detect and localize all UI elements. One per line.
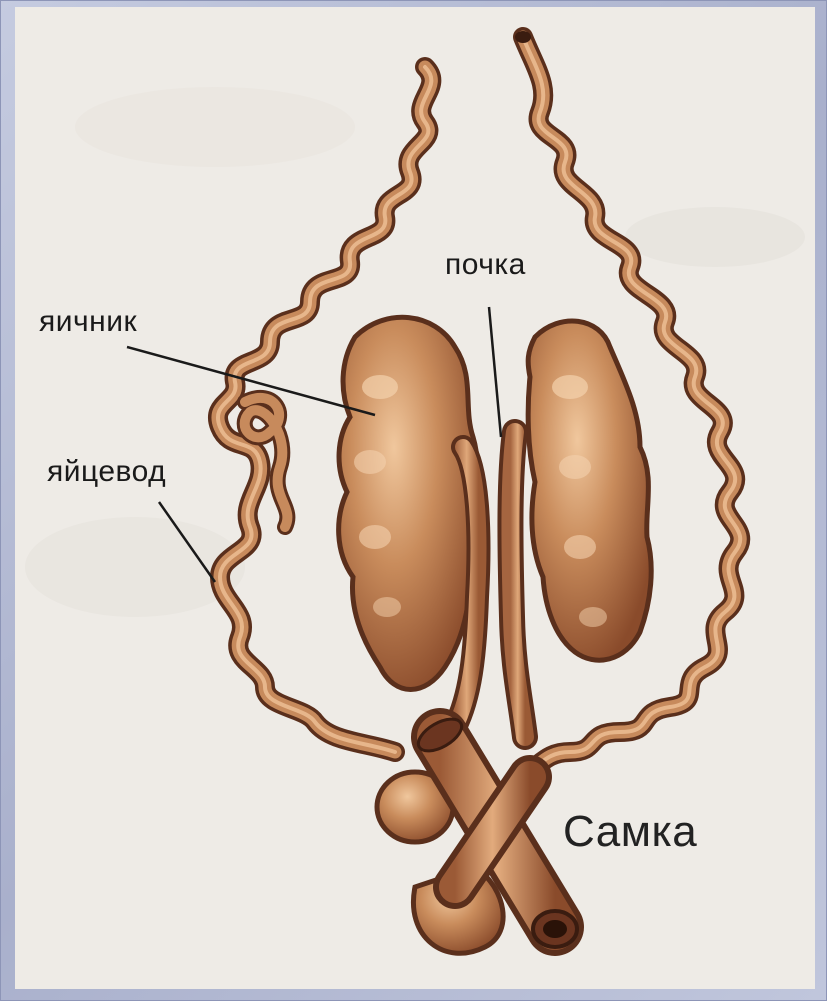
- label-ovary: яичник: [39, 305, 137, 339]
- right-ureter: [510, 432, 525, 737]
- label-oviduct: яйцевод: [47, 455, 166, 489]
- right-kidney: [528, 321, 651, 660]
- left-kidney: [339, 317, 478, 689]
- label-kidney: почка: [445, 248, 526, 282]
- diagram-paper: яичник яйцевод почка Самка: [15, 7, 815, 989]
- label-female: Самка: [563, 807, 697, 857]
- leader-kidney: [489, 307, 501, 437]
